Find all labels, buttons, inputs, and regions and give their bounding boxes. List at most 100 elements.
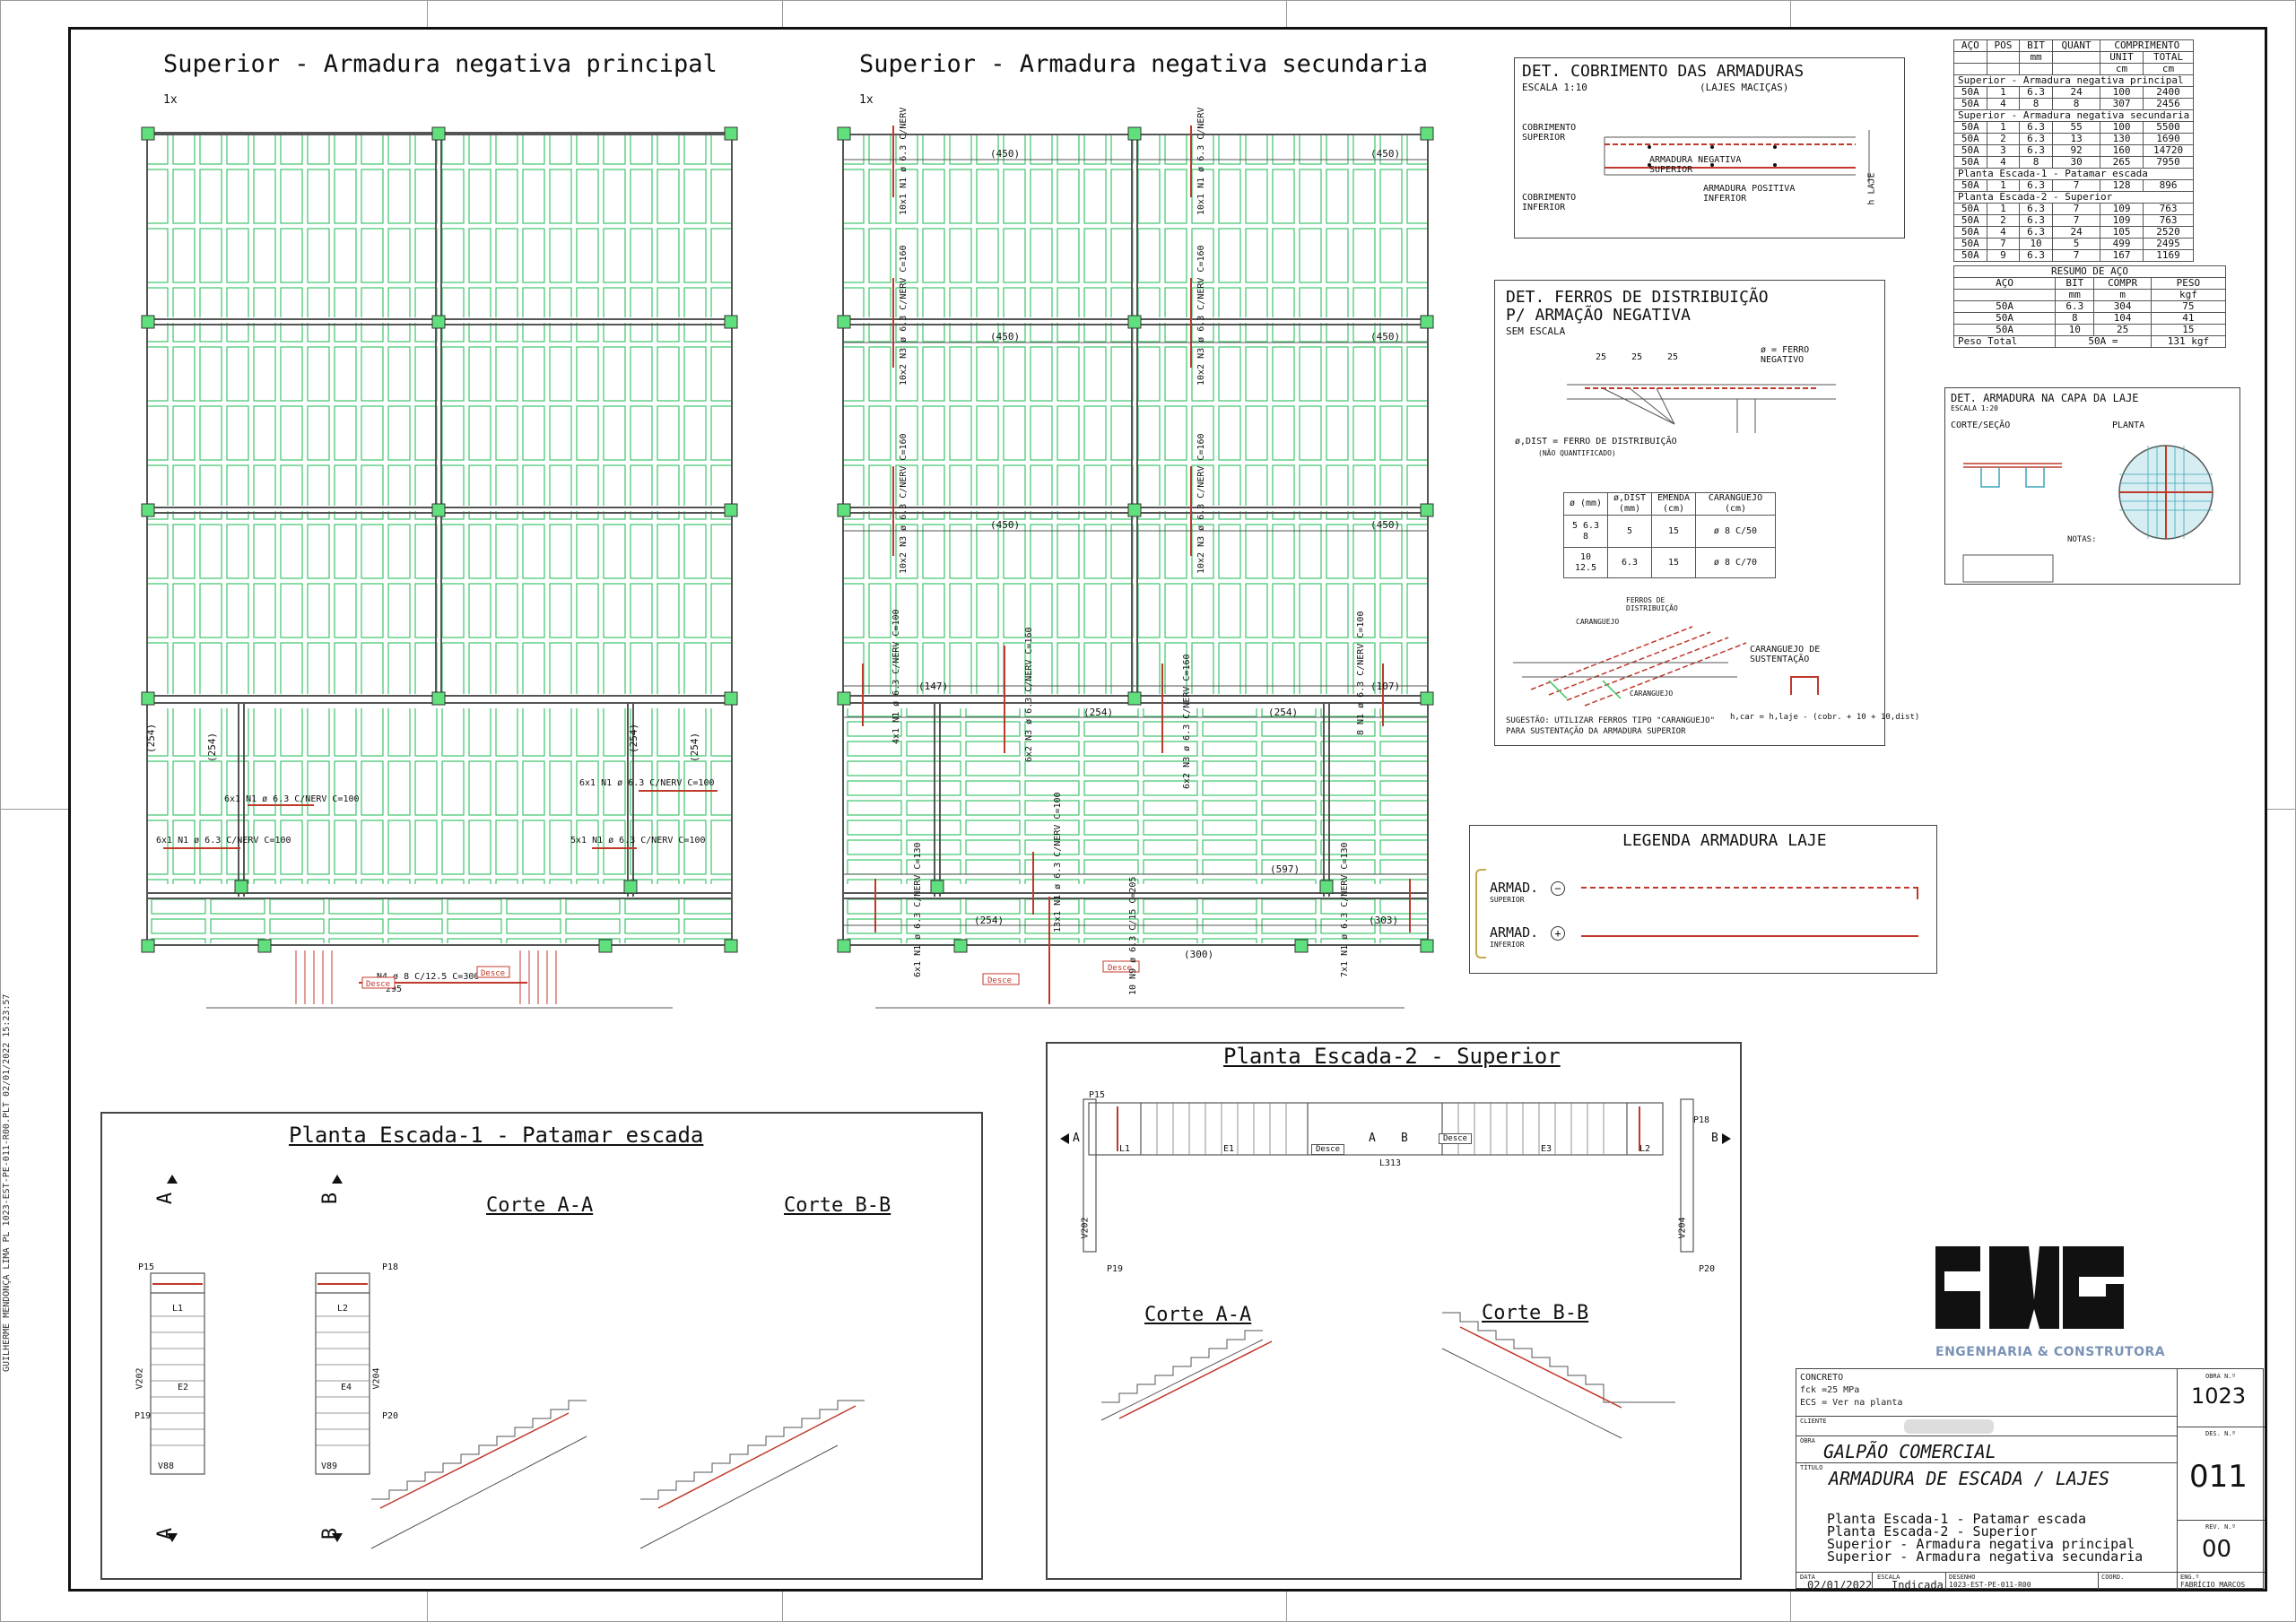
table-cell: 6.3: [2019, 203, 2053, 215]
legenda-title: LEGENDA ARMADURA LAJE: [1622, 831, 1827, 850]
desce-arrow: Desce: [361, 976, 396, 989]
dim-25: 25: [1667, 352, 1679, 362]
tb-data: 02/01/2022: [1807, 1579, 1873, 1592]
label-ferros-distribuicao: FERROS DE DISTRIBUIÇÃO: [1626, 596, 1678, 612]
table-cell: 5500: [2142, 121, 2195, 134]
slab-panel: [147, 323, 732, 506]
section-header: Superior - Armadura negativa principal: [1952, 74, 2195, 87]
resumo-title: RESUMO DE AÇO: [1953, 265, 2226, 278]
bar-label: 10x2 N3 ø 6.3 C/NERV C=160: [899, 433, 909, 574]
col-header: QUANT: [2051, 39, 2101, 52]
tb-divider: [2098, 1572, 2099, 1590]
table-cell: 50A: [1953, 121, 1987, 134]
table-cell: 1169: [2142, 249, 2195, 262]
table-cell: 9: [1986, 249, 2021, 262]
table-cell: 50A: [1953, 238, 1987, 250]
col-header: BIT: [2055, 277, 2095, 290]
label-caranguejo-sustentacao: CARANGUEJO DE SUSTENTAÇÃO: [1750, 645, 1821, 664]
suggestion-line-2: PARA SUSTENTAÇÃO DA ARMADURA SUPERIOR: [1506, 727, 1686, 736]
dim-label: (450): [1370, 148, 1400, 160]
unit-header: mm: [2055, 289, 2095, 301]
slab-label: L2: [1639, 1144, 1651, 1154]
table-cell: 50A: [1953, 226, 1987, 239]
zone-tick: [1790, 0, 1791, 27]
table-cell: 8: [2019, 98, 2053, 110]
table-cell: 1: [1986, 203, 2021, 215]
slab-label: L1: [1119, 1144, 1131, 1154]
zone-tick: [427, 0, 428, 27]
svg-text:Desce: Desce: [987, 976, 1012, 985]
beam-label: V202: [1080, 1217, 1091, 1239]
table-cell: 50A: [1953, 249, 1987, 262]
dim-label: (254): [628, 724, 639, 753]
label-armadura-negativa: ARMADURA NEGATIVA SUPERIOR: [1649, 155, 1742, 175]
table-cell: 265: [2100, 156, 2144, 169]
unit-header: cm: [2142, 63, 2195, 75]
dim-label: (254): [1268, 707, 1298, 718]
flight-label: E4: [341, 1383, 352, 1392]
tb-escala-label: ESCALA: [1877, 1574, 1900, 1581]
table-cell: 104: [2093, 312, 2152, 325]
table-cell: 6.3: [2019, 86, 2053, 99]
table-cell: 6.3: [2019, 121, 2053, 134]
tb-content-item: Superior - Armadura negativa principal: [1827, 1536, 2135, 1552]
tb-obra-label: OBRA: [1800, 1437, 1815, 1444]
table-cell: ø 8 C/70: [1695, 547, 1776, 578]
table-cell: 109: [2100, 203, 2144, 215]
company-logo: [1935, 1246, 2124, 1336]
table-cell: 1: [1986, 121, 2021, 134]
table-cell: 6.3: [2055, 300, 2095, 313]
table-cell: 167: [2100, 249, 2144, 262]
table-cell: 100: [2100, 121, 2144, 134]
tb-divider: [1945, 1572, 1946, 1590]
table-cell: 7: [2051, 179, 2101, 192]
desce-arrow: Desce: [982, 973, 1020, 985]
col-header: COMPRIMENTO: [2100, 39, 2195, 52]
section-marker-a: A: [1073, 1132, 1080, 1145]
slab-panel: [147, 898, 732, 943]
dim-label: (450): [1370, 331, 1400, 343]
table-cell: 15: [2150, 324, 2227, 336]
table-cell: 6.3: [2019, 226, 2053, 239]
table-cell: 5: [1607, 515, 1652, 548]
tb-escala: Indicada: [1892, 1579, 1944, 1592]
table-cell: 7: [2051, 214, 2101, 227]
pillar-label: P18: [1693, 1115, 1710, 1125]
table-cell: 24: [2051, 226, 2101, 239]
table-cell: 6.3: [2019, 249, 2053, 262]
flight-label: E2: [178, 1383, 189, 1392]
table-cell: 2456: [2142, 98, 2195, 110]
tb-divider: [2177, 1520, 2265, 1521]
table-cell: 24: [2051, 86, 2101, 99]
dim-25: 25: [1596, 352, 1607, 362]
table-cell: 8: [2051, 98, 2101, 110]
tb-divider: [1796, 1572, 2177, 1573]
table-cell: 50A: [1953, 86, 1987, 99]
total-label: Peso Total: [1952, 335, 2057, 348]
bar-label: 10x2 N3 ø 6.3 C/NERV C=160: [899, 245, 909, 386]
table-cell: 7: [1986, 238, 2021, 250]
dim-label: (450): [990, 331, 1020, 343]
dim-label: (107): [1370, 681, 1400, 692]
bar-label: 10x1 N1 ø 6.3 C/NERV C=100: [1196, 108, 1206, 215]
bar-label: 10x2 N3 ø 6.3 C/NERV C=160: [1196, 433, 1206, 574]
section-header: Superior - Armadura negativa secundaria: [1952, 109, 2195, 122]
unit-header: mm: [2019, 51, 2053, 64]
table-cell: 30: [2051, 156, 2101, 169]
beam-label: V204: [1677, 1217, 1688, 1239]
zone-tick: [427, 1592, 428, 1622]
table-cell: 128: [2100, 179, 2144, 192]
ferros-section-drawing: [1567, 384, 1836, 433]
unit-header: cm: [2100, 63, 2144, 75]
unit-header: UNIT: [2100, 51, 2144, 64]
svg-text:Desce: Desce: [481, 969, 505, 978]
tb-content-item: Superior - Armadura negativa secundaria: [1827, 1548, 2144, 1565]
plan-principal-title: Superior - Armadura negativa principal: [163, 50, 718, 78]
